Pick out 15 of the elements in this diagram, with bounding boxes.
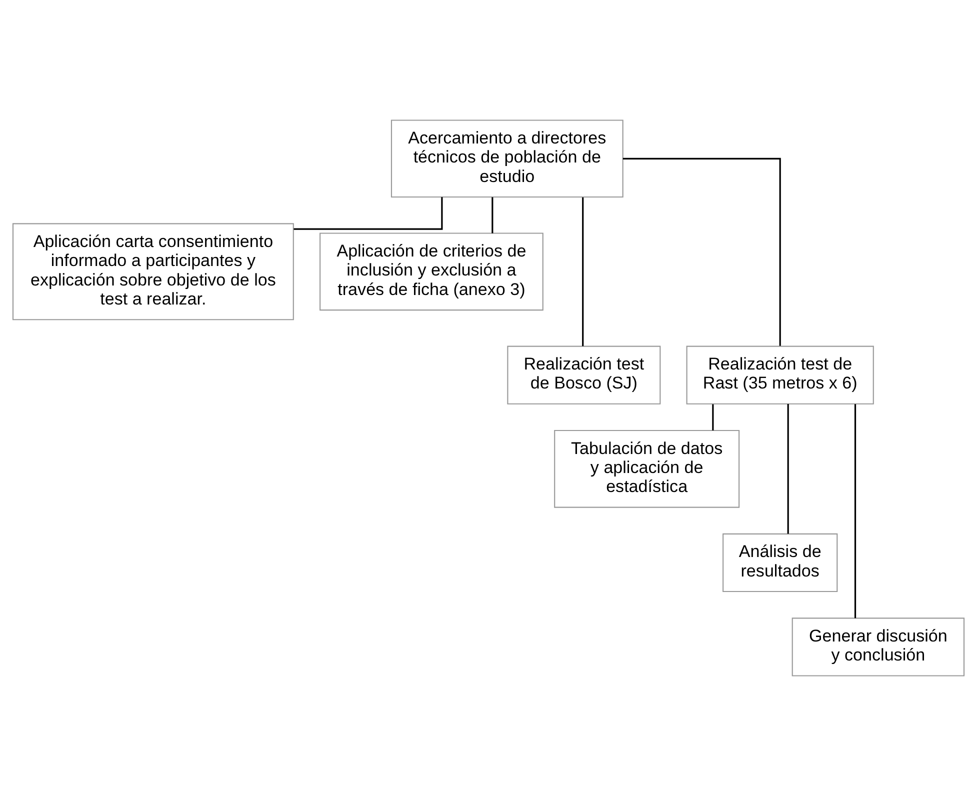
connector bbox=[787, 403, 789, 534]
node-box: Análisis de resultados bbox=[722, 532, 838, 592]
node-box: Aplicación de criterios de inclusión y exclusión a través de ficha (anexo 3) bbox=[320, 232, 544, 310]
connector bbox=[854, 404, 856, 618]
node-box: Aplicación carta consentimiento informado a participantes y explicación sobre objetivo de los test a realizar. bbox=[12, 222, 294, 320]
node-box: Acercamiento a directores técnicos de población de estudio bbox=[390, 119, 624, 198]
node-box: Realización test de Bosco (SJ) bbox=[507, 345, 661, 404]
node-box: Tabulación de datos y aplicación de estadística bbox=[554, 429, 740, 508]
connector bbox=[294, 196, 443, 230]
connector bbox=[582, 196, 584, 346]
connector bbox=[622, 157, 781, 346]
connector bbox=[492, 196, 494, 233]
node-box: Generar discusión y conclusión bbox=[792, 617, 965, 676]
connector bbox=[712, 404, 714, 430]
node-box: Realización test de Rast (35 metros x 6) bbox=[686, 345, 874, 404]
